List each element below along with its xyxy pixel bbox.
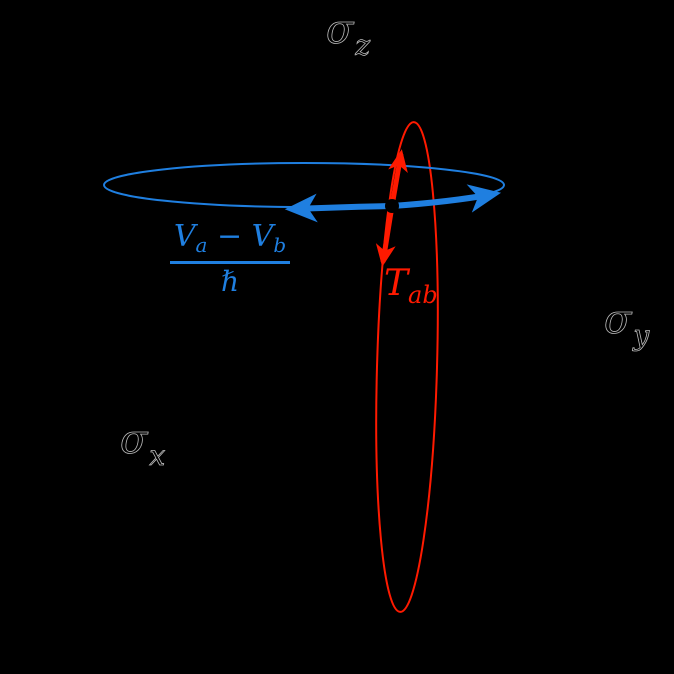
center-point <box>385 199 399 213</box>
t-symbol: T <box>384 263 409 304</box>
energy-difference-label: Va − Vb ℏ <box>168 222 292 296</box>
sigma-z-label: σz <box>326 7 371 62</box>
v-symbol: V <box>251 219 274 254</box>
red-arrow-down <box>375 205 396 267</box>
subscript-y: y <box>633 319 650 352</box>
fraction-numerator: Va − Vb <box>168 219 292 257</box>
red-rotation-ellipse <box>375 121 439 613</box>
subscript-z: z <box>355 29 371 62</box>
blue-arrow-right <box>391 184 502 213</box>
v-symbol: V <box>173 219 196 254</box>
sigma-symbol: σ <box>604 297 632 343</box>
fraction-denominator: ℏ <box>220 265 240 298</box>
fraction-bar <box>170 261 290 264</box>
sigma-symbol: σ <box>326 7 354 53</box>
tunneling-label: Tab <box>384 263 438 309</box>
sigma-symbol: σ <box>120 417 148 463</box>
minus-sign: − <box>207 219 252 254</box>
sigma-y-label: σy <box>604 297 650 352</box>
subscript-x: x <box>149 439 166 472</box>
blue-arrow-left <box>284 193 393 223</box>
subscript-ab: ab <box>408 281 438 309</box>
sigma-x-label: σx <box>120 417 166 472</box>
red-arrow-up <box>388 149 408 207</box>
subscript-b: b <box>273 233 287 257</box>
subscript-a: a <box>195 233 208 257</box>
